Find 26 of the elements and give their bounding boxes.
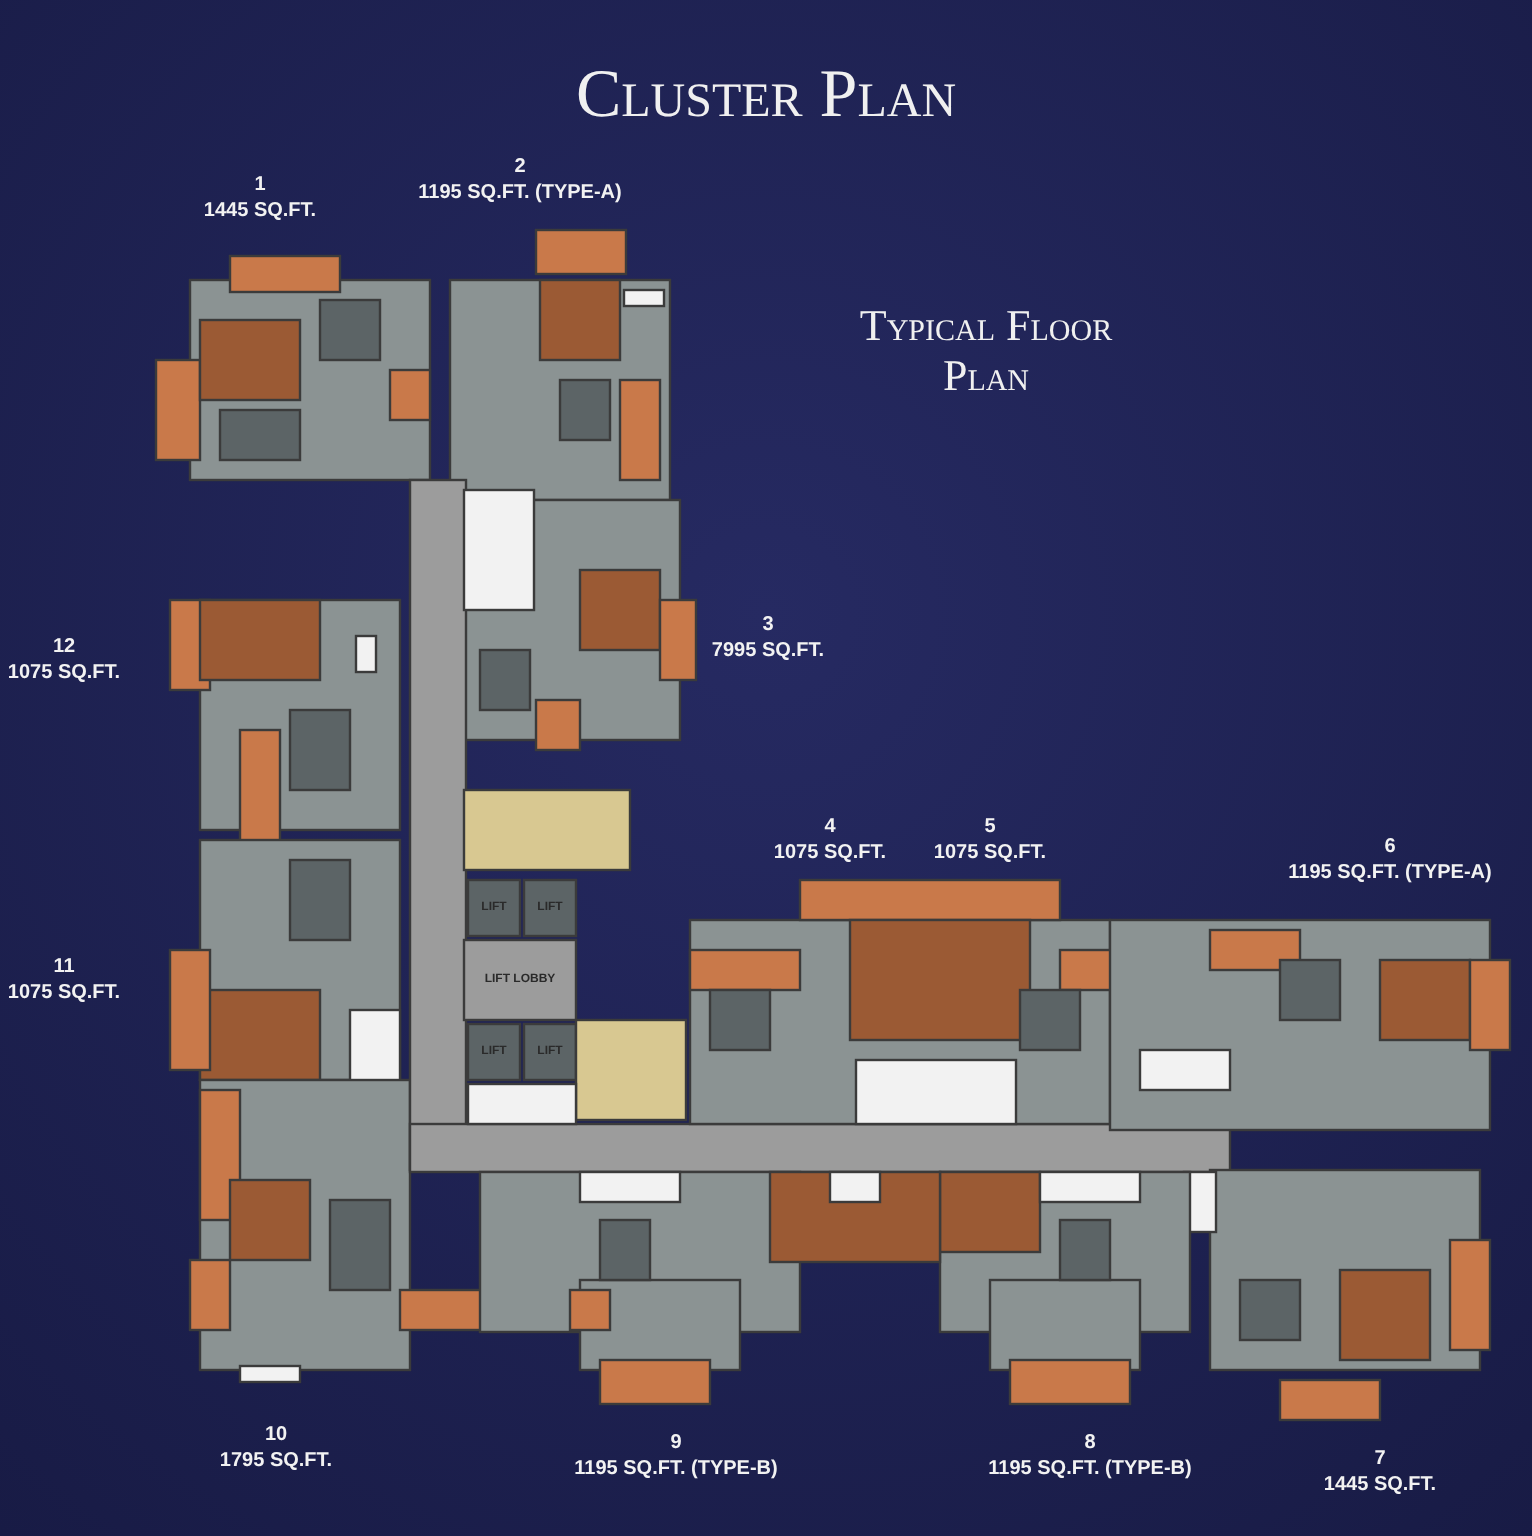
unit-number: 2 [514,156,526,180]
unit-area-label: 1795 SQ.FT. [219,1450,333,1474]
unit-number: 9 [670,1432,682,1456]
unit-area-label: 1445 SQ.FT. [1323,1474,1437,1498]
unit-number: 12 [52,636,76,660]
unit-area-label: 1195 SQ.FT. (TYPE-A) [418,182,622,206]
unit-area-label: 1075 SQ.FT. [773,842,887,866]
unit-area-label: 1195 SQ.FT. (TYPE-B) [574,1458,778,1482]
unit-number: 3 [762,614,774,638]
unit-number: 6 [1384,836,1396,860]
unit-number: 8 [1084,1432,1096,1456]
unit-area-label: 1075 SQ.FT. [933,842,1047,866]
unit-area-label: 1075 SQ.FT. [7,662,121,686]
unit-number: 5 [984,816,996,840]
unit-area-label: 1195 SQ.FT. (TYPE-B) [988,1458,1192,1482]
unit-area-label: 7995 SQ.FT. [711,640,825,664]
unit-number: 10 [264,1424,288,1448]
unit-number: 7 [1374,1448,1386,1472]
unit-area-label: 1195 SQ.FT. (TYPE-A) [1288,862,1492,886]
plan-heading: Typical Floor Plan [857,300,1115,400]
unit-number: 11 [53,956,75,980]
unit-number: 1 [254,174,266,198]
unit-area-label: 1075 SQ.FT. [7,982,121,1006]
unit-number: 4 [824,816,836,840]
title: Cluster Plan [575,56,957,136]
unit-area-label: 1445 SQ.FT. [203,200,317,224]
